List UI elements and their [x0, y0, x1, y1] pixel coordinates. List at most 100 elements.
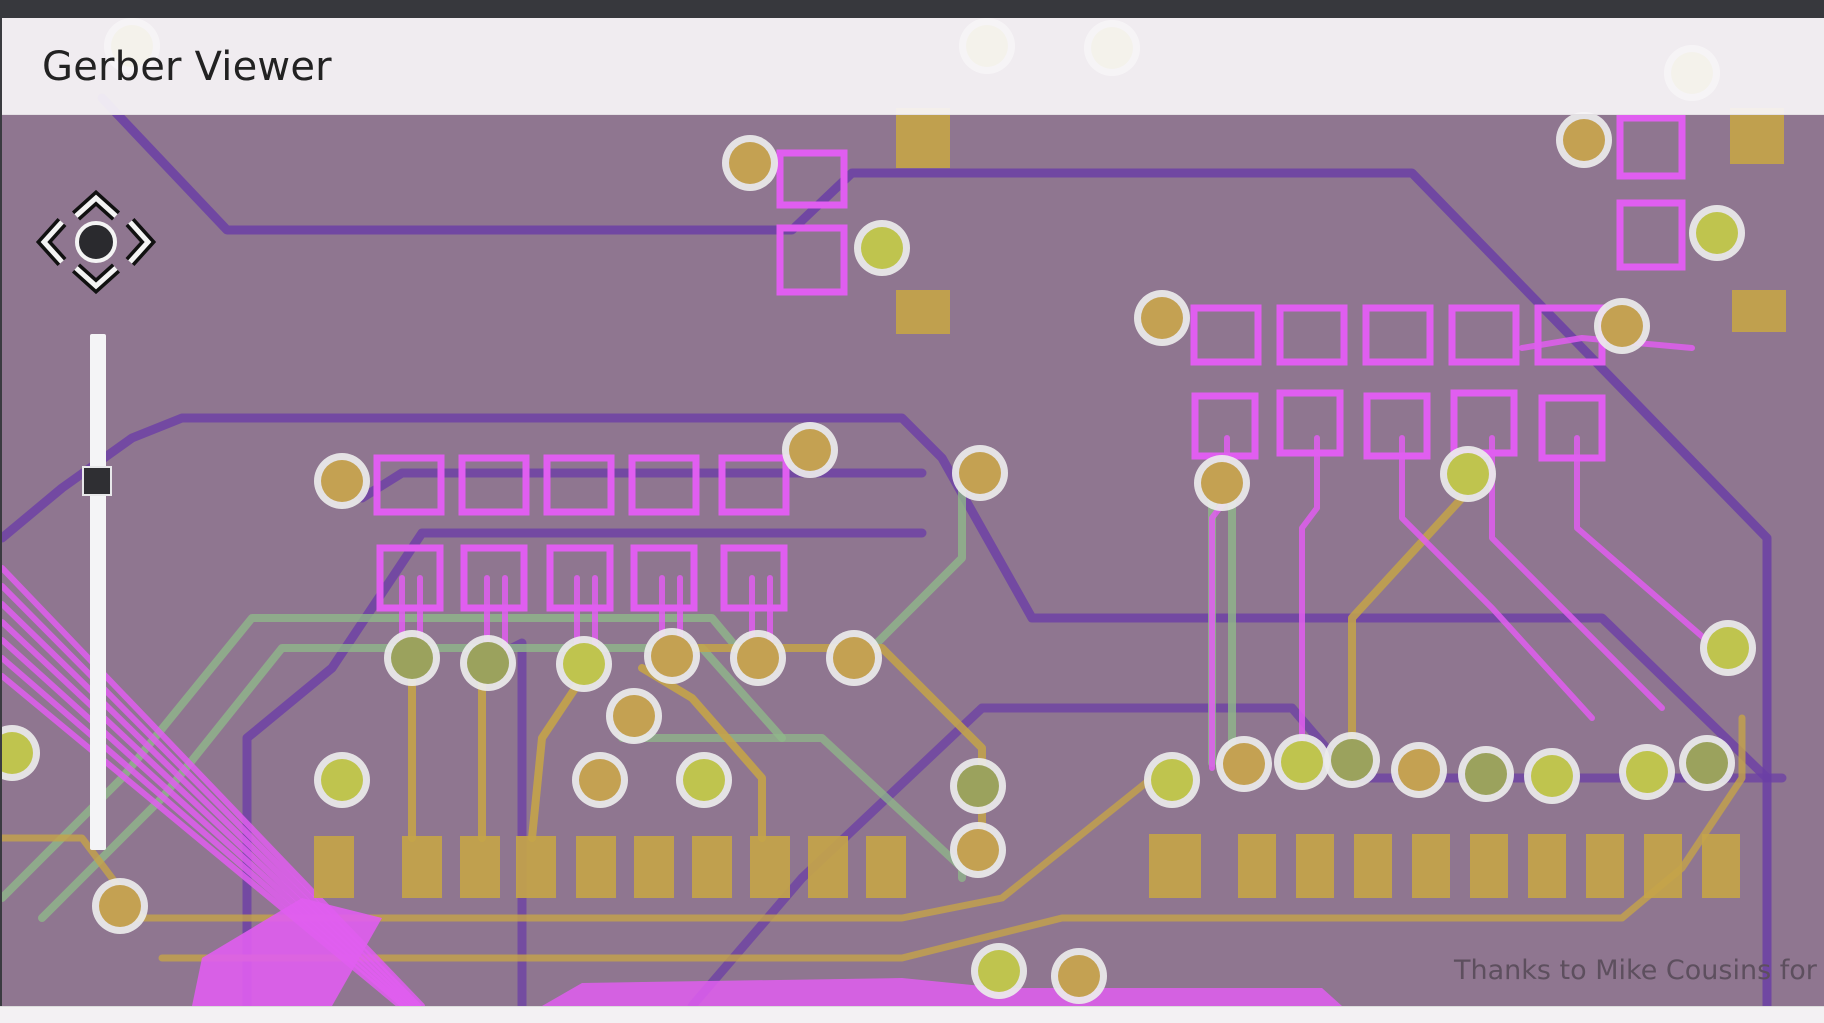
bottom-bar	[0, 1006, 1824, 1023]
smd-pad	[516, 836, 556, 898]
copper-pour	[192, 898, 382, 1006]
smd-pad	[402, 836, 442, 898]
pad-outline	[546, 544, 614, 612]
top-trace	[1574, 435, 1730, 661]
via	[467, 642, 509, 684]
via	[1398, 749, 1440, 791]
via	[1601, 305, 1643, 347]
via	[1531, 755, 1573, 797]
pad-outline	[1450, 389, 1518, 457]
smd-pad	[1586, 834, 1624, 898]
via	[1141, 297, 1183, 339]
smd-pad	[1238, 834, 1276, 898]
via	[957, 765, 999, 807]
via	[957, 829, 999, 871]
top-trace	[1399, 435, 1595, 721]
smd-pad	[1354, 834, 1392, 898]
pad-outline	[458, 454, 530, 516]
smd-pad	[1702, 834, 1740, 898]
smd-pad	[808, 836, 848, 898]
pad-outline	[776, 224, 848, 296]
via	[579, 759, 621, 801]
pad-outline	[460, 544, 528, 612]
via	[978, 950, 1020, 992]
smd-pad	[750, 836, 790, 898]
zoom-slider[interactable]	[76, 334, 120, 854]
smd-pad	[1296, 834, 1334, 898]
via	[321, 759, 363, 801]
via	[1331, 739, 1373, 781]
smd-pad	[1732, 290, 1786, 332]
pad-outline	[1448, 304, 1520, 366]
via	[833, 637, 875, 679]
smd-pad	[692, 836, 732, 898]
pan-down-icon[interactable]	[71, 263, 121, 295]
pcb-render[interactable]	[2, 18, 1824, 1006]
via	[729, 142, 771, 184]
page-title: Gerber Viewer	[42, 44, 332, 90]
pad-outline	[1276, 304, 1348, 366]
pad-outline	[720, 544, 788, 612]
pan-center-icon[interactable]	[75, 221, 117, 263]
pad-outline	[1363, 392, 1431, 460]
bottom-trace	[97, 93, 1772, 1006]
via	[321, 460, 363, 502]
window-top-bar	[0, 0, 1824, 18]
pan-left-icon[interactable]	[35, 217, 67, 267]
via	[1058, 955, 1100, 997]
zoom-handle[interactable]	[82, 466, 112, 496]
pad-outline	[1538, 394, 1606, 462]
pad-outline	[1276, 389, 1344, 457]
pad-outline	[543, 454, 615, 516]
via	[683, 759, 725, 801]
board-canvas[interactable]	[2, 18, 1824, 1006]
pad-outline	[373, 454, 445, 516]
gold-trace	[528, 674, 586, 842]
pad-outline	[1616, 199, 1686, 271]
via	[391, 637, 433, 679]
via	[99, 885, 141, 927]
pad-outline	[718, 454, 790, 516]
via	[1563, 119, 1605, 161]
pad-outline	[776, 149, 848, 209]
copper-pour	[542, 978, 1342, 1006]
via	[1626, 751, 1668, 793]
via	[1696, 212, 1738, 254]
via	[789, 429, 831, 471]
pan-control[interactable]	[35, 182, 157, 302]
via	[1707, 627, 1749, 669]
top-trace	[1299, 435, 1320, 771]
smd-pad	[1470, 834, 1508, 898]
pad-outline	[628, 454, 700, 516]
zoom-track[interactable]	[90, 334, 106, 850]
green-trace	[858, 484, 966, 662]
bottom-trace	[357, 468, 927, 503]
via	[613, 695, 655, 737]
pan-right-icon[interactable]	[125, 217, 157, 267]
via	[1281, 741, 1323, 783]
smd-pad	[1528, 834, 1566, 898]
via	[861, 227, 903, 269]
pad-outline	[1616, 114, 1686, 180]
smd-pad	[314, 836, 354, 898]
via	[1447, 453, 1489, 495]
via	[2, 732, 33, 774]
smd-pad	[1149, 834, 1201, 898]
smd-pad	[460, 836, 500, 898]
via	[1151, 759, 1193, 801]
smd-pad	[634, 836, 674, 898]
pad-outline	[630, 544, 698, 612]
via	[1686, 742, 1728, 784]
via	[1223, 743, 1265, 785]
smd-pad	[1730, 108, 1784, 164]
via	[1465, 753, 1507, 795]
app-header: Gerber Viewer	[2, 18, 1824, 115]
pan-up-icon[interactable]	[71, 189, 121, 221]
credit-text: Thanks to Mike Cousins for h	[1454, 955, 1824, 986]
top-trace	[1519, 335, 1695, 351]
smd-pad	[896, 108, 950, 168]
smd-pad	[576, 836, 616, 898]
gold-trace	[158, 714, 1746, 962]
via	[563, 643, 605, 685]
via	[651, 635, 693, 677]
